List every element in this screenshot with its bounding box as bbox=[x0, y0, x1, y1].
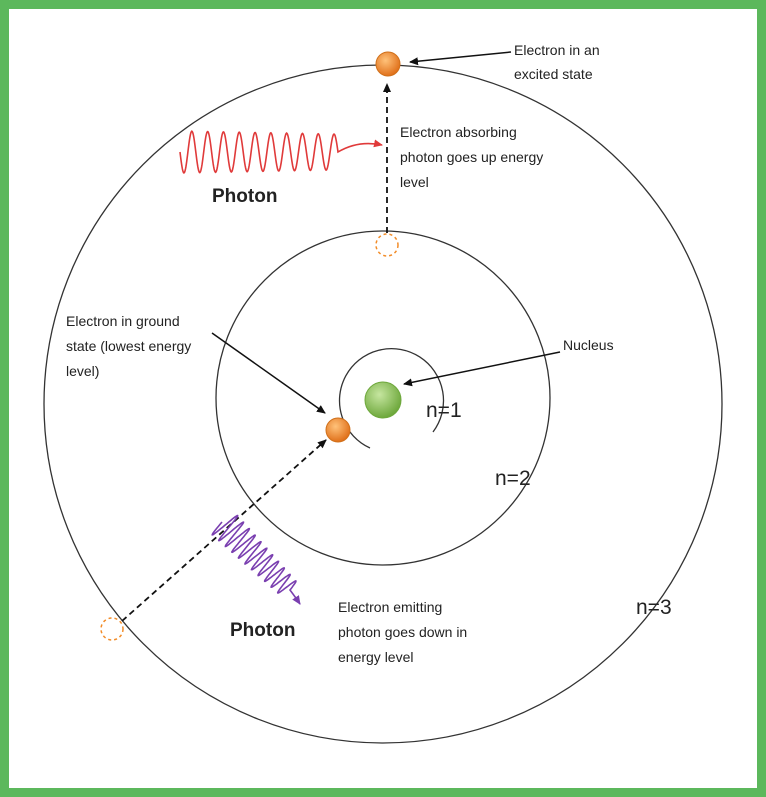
n3-label: n=3 bbox=[636, 596, 672, 619]
emitting-label-line3: energy level bbox=[338, 649, 414, 665]
ground-state-label-line1: Electron in ground bbox=[66, 313, 180, 329]
emitted-photon-wave bbox=[211, 514, 301, 605]
absorbing-label-line1: Electron absorbing bbox=[400, 124, 517, 140]
former-electron-n2 bbox=[375, 233, 399, 257]
excited-state-label-line2: excited state bbox=[514, 66, 593, 82]
ground-state-label-line3: level) bbox=[66, 363, 99, 379]
photon-bottom-label: Photon bbox=[230, 620, 295, 641]
emitting-label-line1: Electron emitting bbox=[338, 599, 442, 615]
nucleus-label: Nucleus bbox=[563, 337, 614, 353]
nucleus bbox=[364, 381, 402, 419]
excited-state-label-line1: Electron in an bbox=[514, 42, 600, 58]
emitting-label-line2: photon goes down in bbox=[338, 624, 467, 640]
photon-top-label: Photon bbox=[212, 186, 277, 207]
absorbing-label-line2: photon goes up energy bbox=[400, 149, 543, 165]
pointer-ground-state bbox=[211, 332, 326, 414]
pointer-excited-state bbox=[409, 51, 512, 66]
absorbing-label-line3: level bbox=[400, 174, 429, 190]
ground-state-label-line2: state (lowest energy bbox=[66, 338, 191, 354]
n1-label: n=1 bbox=[426, 399, 462, 422]
former-electron-n3 bbox=[100, 617, 124, 641]
excited-electron bbox=[375, 51, 401, 77]
emission-transition-arrow bbox=[121, 439, 327, 622]
orbit-n2 bbox=[215, 230, 551, 566]
absorbed-photon-wave bbox=[179, 130, 383, 174]
n2-label: n=2 bbox=[495, 467, 531, 490]
pointer-nucleus bbox=[403, 351, 561, 387]
ground-electron bbox=[325, 417, 351, 443]
